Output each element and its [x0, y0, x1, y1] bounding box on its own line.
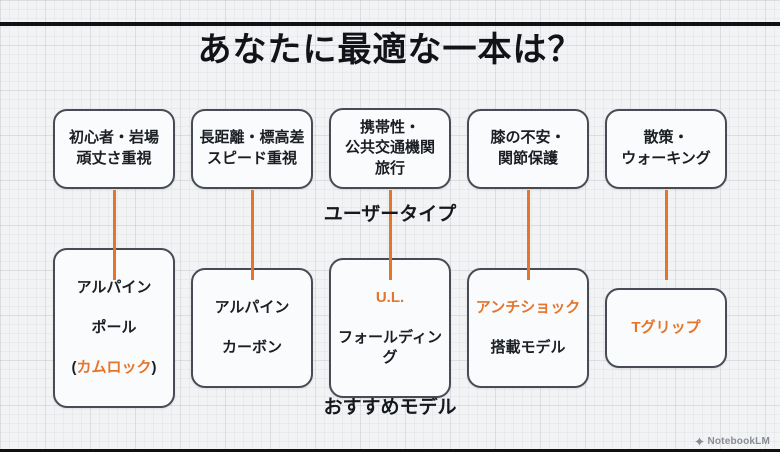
- column-knee-care: 膝の不安・ 関節保護 アンチショック 搭載モデル: [467, 101, 589, 389]
- model-line: フォールディング: [338, 329, 442, 367]
- model-line: ポール: [91, 318, 137, 336]
- connector-line: [329, 190, 451, 280]
- model-line: 搭載モデル: [490, 339, 566, 357]
- model-box: U.L. フォールディング: [329, 257, 451, 399]
- model-box: アンチショック 搭載モデル: [467, 267, 589, 389]
- model-box: Tグリップ: [605, 287, 727, 369]
- paren-close: ): [151, 359, 157, 377]
- connector-line: [191, 190, 313, 280]
- column-long-distance: 長距離・標高差 スピード重視 アルパイン カーボン: [191, 101, 313, 389]
- model-accent-text: アンチショック: [475, 298, 581, 316]
- user-type-box: 長距離・標高差 スピード重視: [191, 108, 313, 189]
- notebooklm-logo: NotebookLM: [695, 436, 770, 447]
- model-line: カーボン: [221, 339, 282, 357]
- paren-open: (: [71, 359, 77, 377]
- model-line: (カムロック): [71, 358, 156, 378]
- page-title: あなたに最適な一本は？: [197, 31, 583, 69]
- model-accent-text: Tグリップ: [631, 318, 701, 336]
- row-label-recommended: おすすめモデル: [323, 397, 457, 418]
- connector-line: [53, 190, 175, 280]
- column-portability: 携帯性・ 公共交通機関 旅行 U.L. フォールディング: [329, 101, 451, 399]
- connector-line: [467, 190, 589, 280]
- user-type-box: 携帯性・ 公共交通機関 旅行: [329, 108, 451, 189]
- user-type-box: 膝の不安・ 関節保護: [467, 108, 589, 189]
- model-accent-text: U.L.: [375, 288, 405, 306]
- model-line: アルパイン: [76, 278, 152, 296]
- column-walking: 散策・ ウォーキング Tグリップ: [605, 101, 727, 382]
- flow-diagram: 初心者・岩場 頑丈さ重視 アルパイン ポール (カムロック) 長距離・標高差 ス…: [0, 101, 780, 409]
- model-line: アルパイン: [214, 298, 290, 316]
- column-beginner: 初心者・岩場 頑丈さ重視 アルパイン ポール (カムロック): [53, 101, 175, 409]
- connector-line: [605, 190, 727, 280]
- notebooklm-icon: [695, 437, 705, 446]
- notebooklm-label: NotebookLM: [707, 436, 770, 447]
- model-box: アルパイン カーボン: [191, 267, 313, 389]
- user-type-box: 散策・ ウォーキング: [605, 108, 727, 189]
- user-type-box: 初心者・岩場 頑丈さ重視: [53, 108, 175, 189]
- model-accent-text: カムロック: [76, 359, 152, 377]
- letterbox-bar-top: [0, 22, 780, 26]
